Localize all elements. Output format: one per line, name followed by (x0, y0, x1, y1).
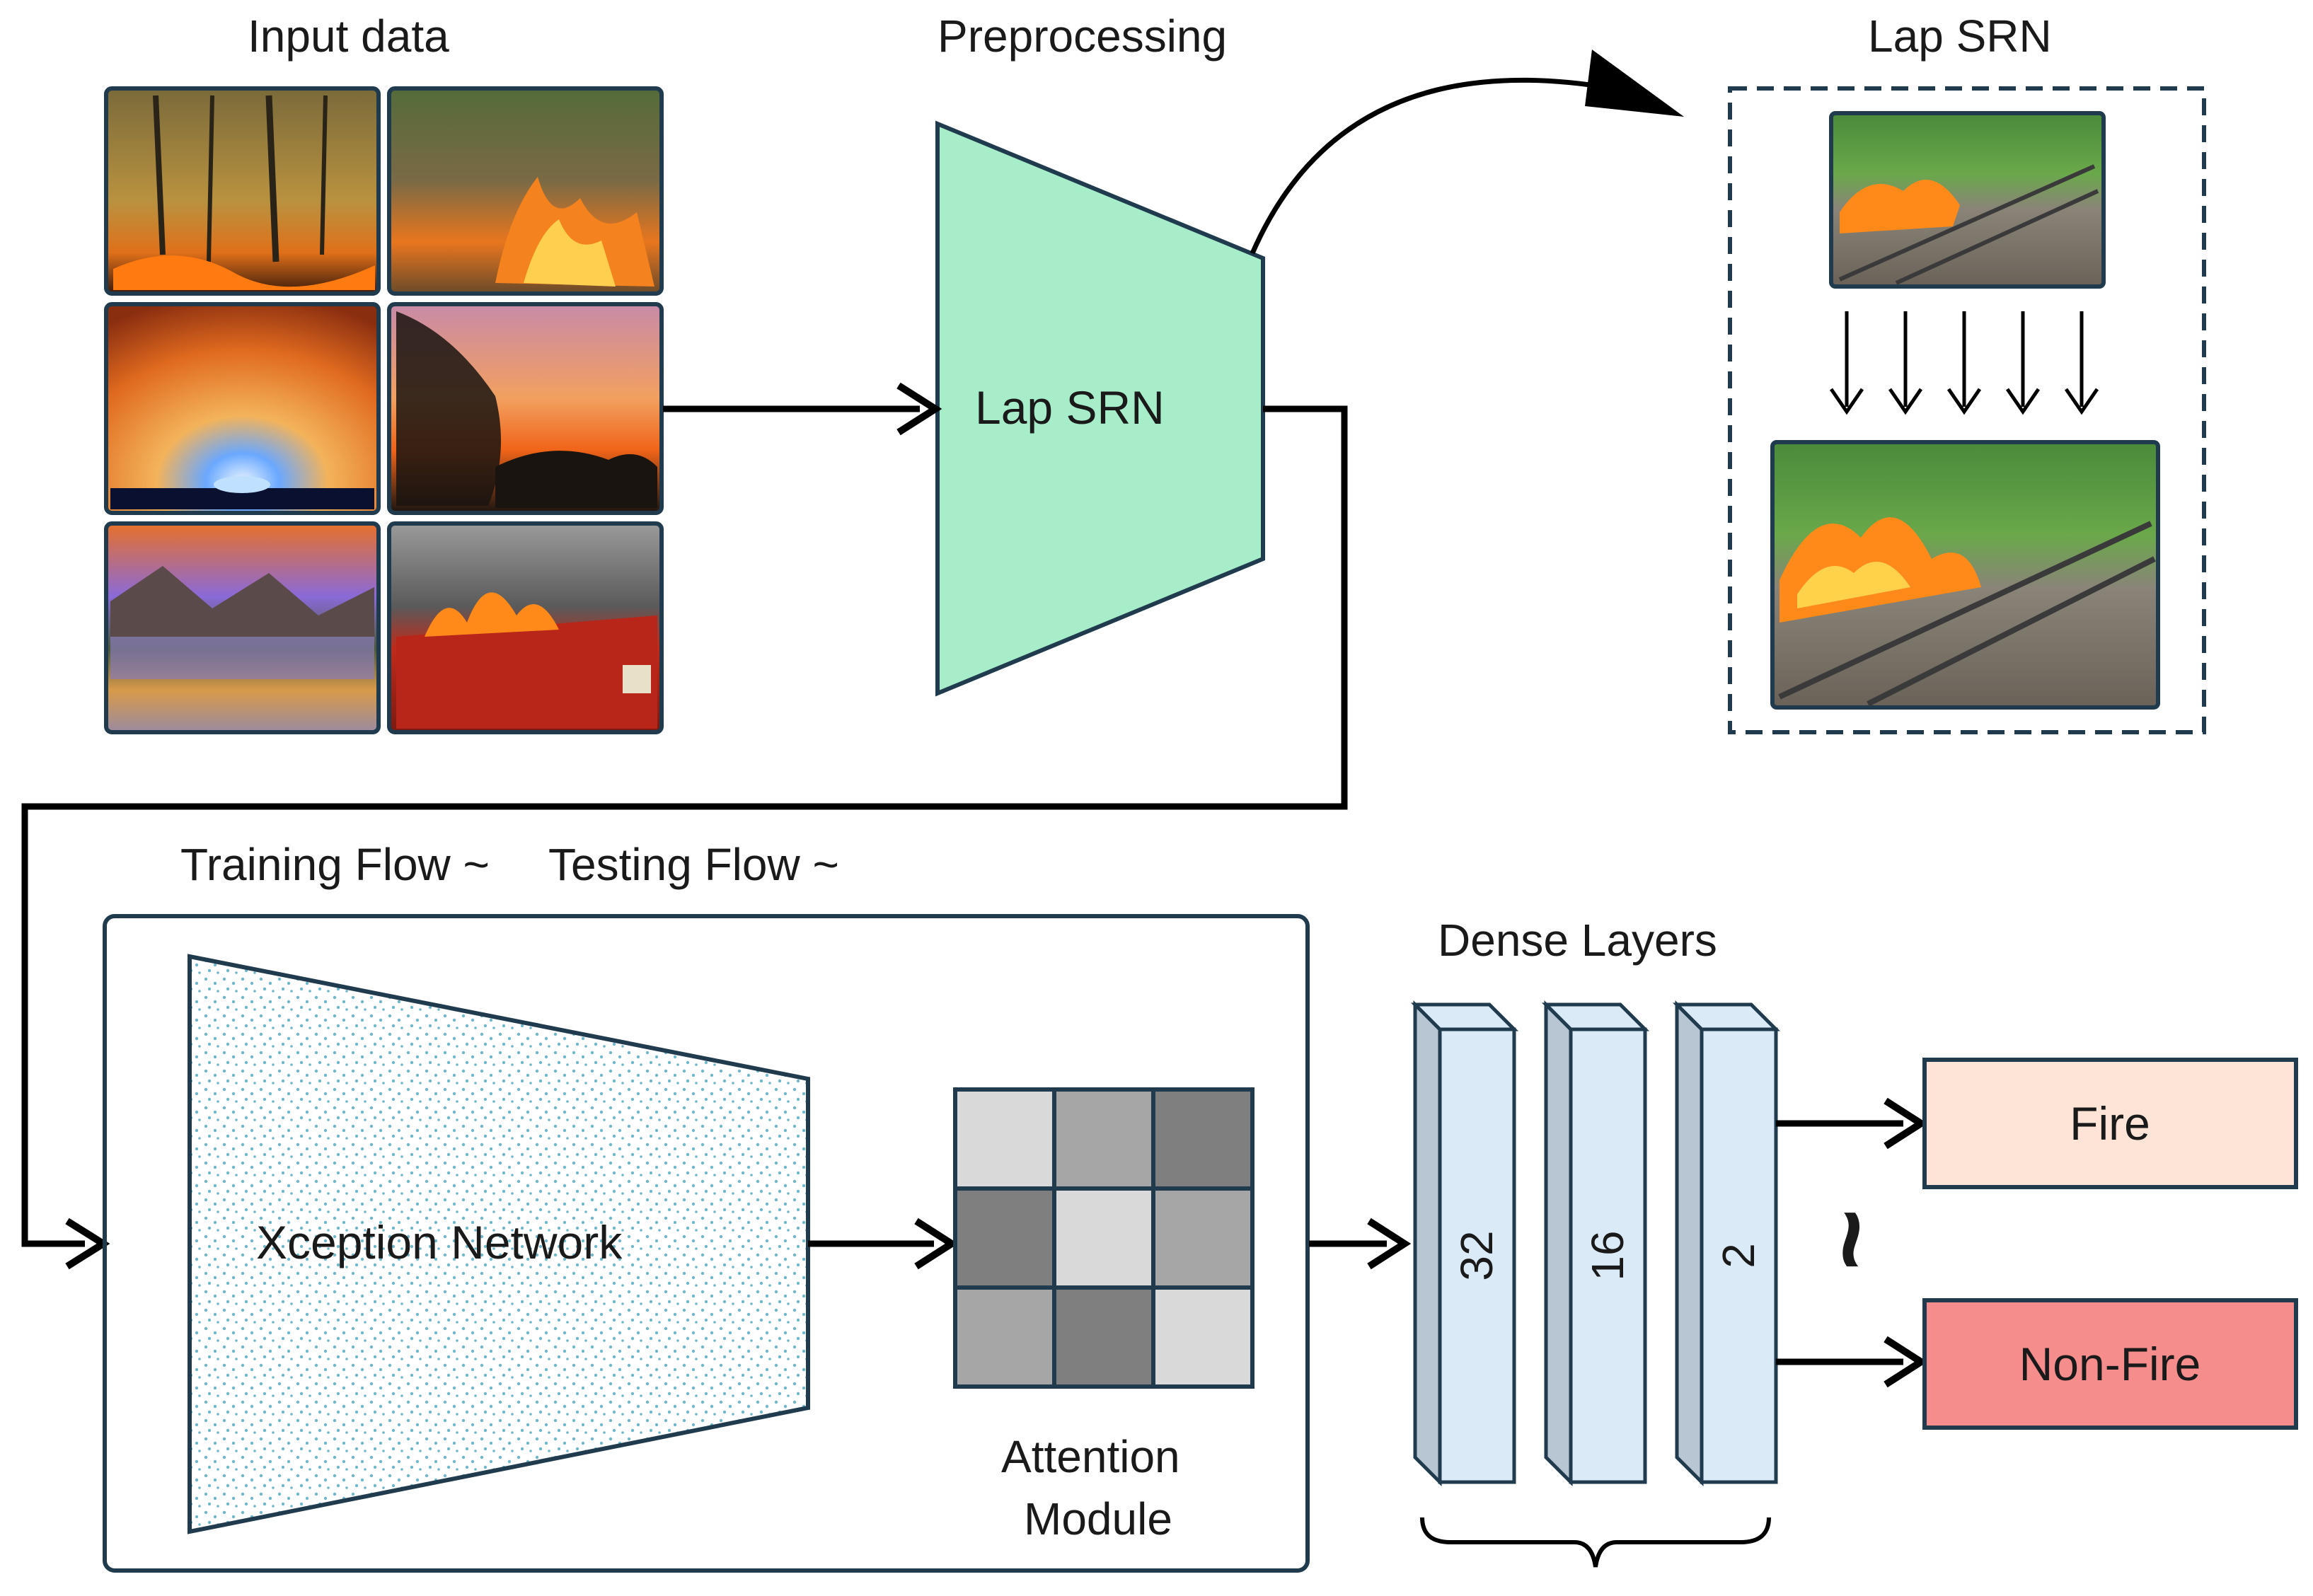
arrow-input-to-lapsrn (663, 382, 942, 436)
arrow-attention-to-dense (1309, 1218, 1412, 1270)
dense-layer-32 (1410, 1000, 1519, 1487)
input-image-forest-fire (104, 86, 381, 296)
lapsrn-high-res-image (1770, 440, 2160, 710)
input-image-sunrise (104, 302, 381, 515)
attention-cell-mid (1151, 1186, 1254, 1290)
lapsrn-low-res-image (1829, 111, 2106, 289)
attention-cell-light (953, 1087, 1056, 1191)
dense-units-32: 32 (1451, 1230, 1502, 1281)
attention-cell-dark (1151, 1087, 1254, 1191)
attention-label-line1: Attention (1001, 1431, 1180, 1482)
input-image-mountain-lake (104, 521, 381, 734)
input-data-title: Input data (248, 11, 449, 62)
lapsrn-block-label: Lap SRN (975, 381, 1165, 434)
dense-layer-16 (1541, 1000, 1650, 1487)
upscale-arrows (1829, 311, 2099, 415)
input-image-train-fire (387, 521, 664, 734)
lapsrn-panel-title: Lap SRN (1868, 11, 2052, 62)
attention-cell-light (1052, 1186, 1155, 1290)
attention-cell-mid (953, 1285, 1056, 1389)
nonfire-output-box (1922, 1298, 2298, 1430)
fire-label: Fire (2070, 1097, 2150, 1150)
dense-units-2: 2 (1713, 1243, 1764, 1268)
attention-grid (953, 1087, 1254, 1389)
dense-layer-2 (1672, 1000, 1781, 1487)
arrow-curve-to-panel (1250, 50, 1684, 255)
nonfire-label: Non-Fire (2019, 1338, 2201, 1390)
input-image-grass-fire (387, 86, 664, 296)
preprocessing-title: Preprocessing (938, 11, 1228, 62)
input-image-grid (104, 86, 664, 734)
dense-layers-brace (1420, 1517, 1771, 1568)
output-tilde: ~ (1793, 1208, 1913, 1271)
lapsrn-block (935, 120, 1265, 697)
attention-cell-mid (1052, 1087, 1155, 1191)
lapsrn-panel (1728, 86, 2206, 734)
arrow-to-fire (1776, 1097, 1928, 1150)
dense-units-16: 16 (1582, 1230, 1633, 1281)
attention-cell-light (1151, 1285, 1254, 1389)
arrow-to-nonfire (1776, 1336, 1928, 1388)
input-image-sunset (387, 302, 664, 515)
xception-label: Xception Network (256, 1216, 623, 1268)
testing-flow-label: Testing Flow ~ (548, 839, 839, 890)
attention-cell-dark (953, 1186, 1056, 1290)
dense-layers-title: Dense Layers (1438, 915, 1717, 966)
attention-label-line2: Module (1024, 1493, 1172, 1544)
fire-output-box (1922, 1058, 2298, 1189)
training-testing-container (103, 914, 1310, 1573)
xception-block (188, 954, 810, 1534)
arrow-xception-to-attention (808, 1218, 959, 1270)
attention-cell-dark (1052, 1285, 1155, 1389)
training-flow-label: Training Flow ~ (180, 839, 490, 890)
